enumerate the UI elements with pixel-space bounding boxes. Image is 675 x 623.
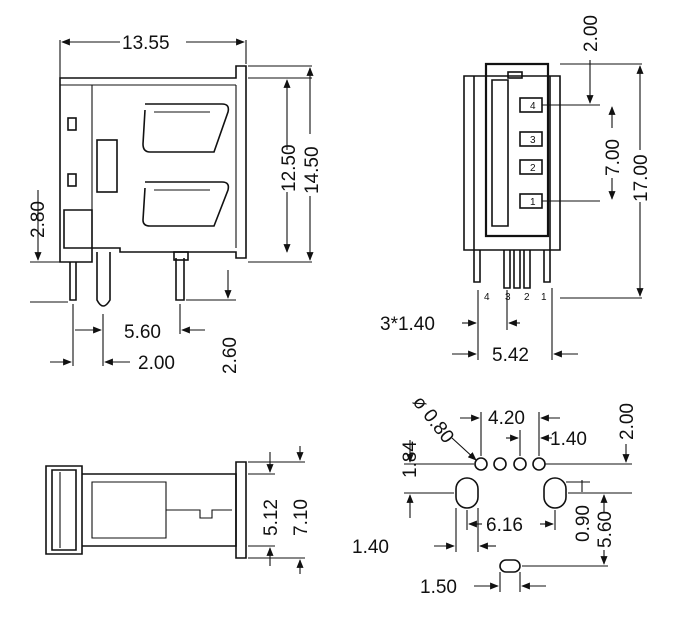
front-view: 4 3 2 1 4 3 2 1 2.00 7.00 17.00 3*1.40 xyxy=(380,15,652,366)
dim-pin-length-2-60: 2.60 xyxy=(220,337,241,374)
contact-label-4: 4 xyxy=(530,101,536,112)
dim-pin-pitch-1-40: 1.40 xyxy=(550,429,587,450)
leg-label-1: 1 xyxy=(541,292,547,303)
dim-pin-span-4-20: 4.20 xyxy=(488,408,525,429)
dim-width-5-42: 5.42 xyxy=(492,345,529,366)
dim-offset-2-80: 2.80 xyxy=(28,201,49,238)
dim-inner-5-12: 5.12 xyxy=(261,499,282,536)
dim-width-13-55: 13.55 xyxy=(122,33,170,54)
dim-pin-spacing-5-60: 5.60 xyxy=(124,322,161,343)
dim-top-2-00: 2.00 xyxy=(581,15,602,52)
dim-height-17-00: 17.00 xyxy=(631,154,652,202)
dim-row-offset-1-84: 1.84 xyxy=(400,441,421,478)
dim-outer-7-10: 7.10 xyxy=(291,499,312,536)
pcb-footprint: ø 0.80 1.84 4.20 1.40 2.00 6.16 0.90 xyxy=(352,392,638,598)
dim-pitch-3x1-40: 3*1.40 xyxy=(380,314,435,335)
contact-label-3: 3 xyxy=(530,135,536,146)
dim-height-14-50: 14.50 xyxy=(302,146,323,194)
top-view: 5.12 7.10 xyxy=(45,446,312,574)
contact-label-2: 2 xyxy=(530,163,536,174)
contact-label-1: 1 xyxy=(530,197,536,208)
dim-mount-width-0-90: 0.90 xyxy=(573,505,594,542)
dim-pin-spacing-2-00: 2.00 xyxy=(138,353,175,374)
dim-hole-diameter: ø 0.80 xyxy=(408,392,458,447)
dim-mount-offset-5-60: 5.60 xyxy=(595,511,616,548)
dim-mount-6-16: 6.16 xyxy=(486,515,523,536)
dim-span-7-00: 7.00 xyxy=(603,139,624,176)
side-view: 13.55 12.50 14.50 2.80 5.60 2.00 2.60 xyxy=(28,33,323,374)
dim-slot-1-50: 1.50 xyxy=(420,577,457,598)
leg-label-3: 3 xyxy=(505,292,511,303)
leg-label-2: 2 xyxy=(524,292,530,303)
leg-label-4: 4 xyxy=(484,292,490,303)
dim-height-12-50: 12.50 xyxy=(279,144,300,192)
dim-top-offset-2-00: 2.00 xyxy=(617,403,638,440)
dim-left-1-40: 1.40 xyxy=(352,537,389,558)
